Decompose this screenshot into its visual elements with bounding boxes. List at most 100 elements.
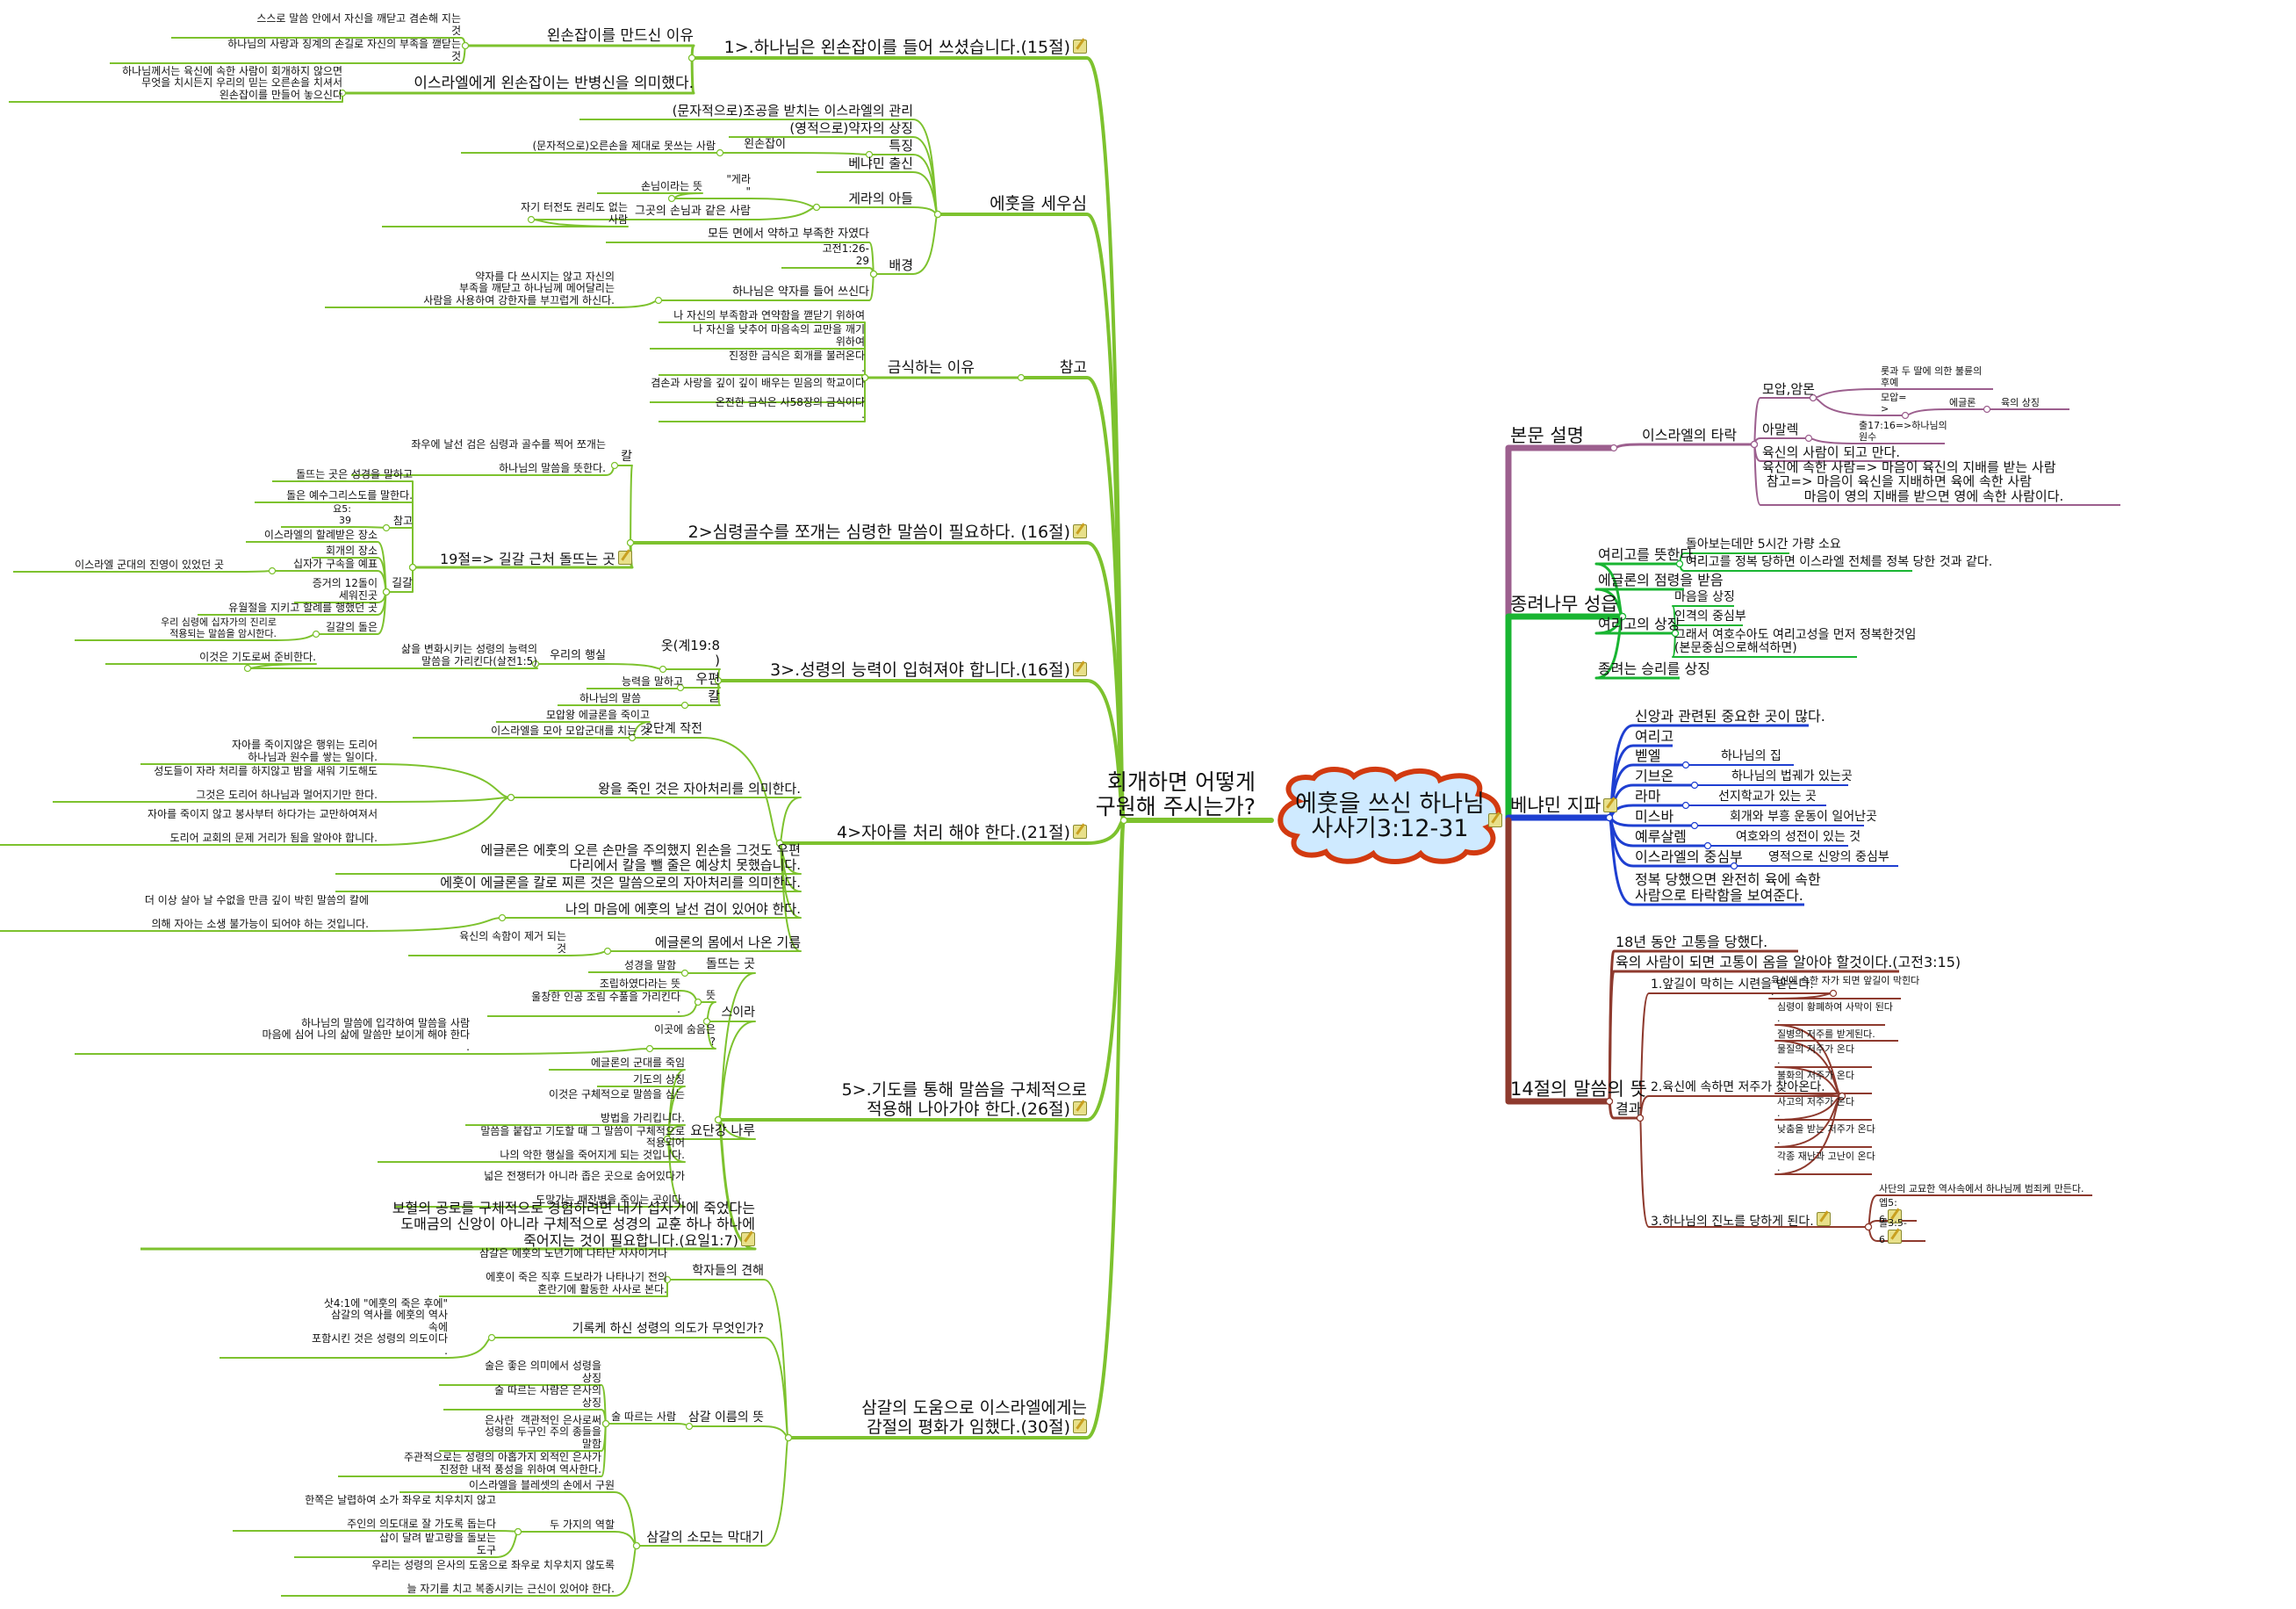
left-n5-b1-node[interactable]: 뜻 — [706, 989, 716, 1001]
left-n2-gg-items-0-node[interactable]: 이스라엘의 할례받은 장소 — [264, 529, 378, 541]
collapse-toggle[interactable] — [645, 1044, 654, 1053]
collapse-toggle[interactable] — [869, 270, 878, 278]
collapse-toggle[interactable] — [1690, 781, 1699, 790]
left-n-ref-items-0-node[interactable]: 나 자신의 부족함과 연약함을 깯닫기 위하여 — [673, 309, 865, 321]
left-n5-c4-node[interactable]: 말씀을 붙잡고 기도할 때 그 말씀이 구체적으로 적용되어 나의 악한 행실을… — [480, 1125, 685, 1161]
left-n6-c1-node[interactable]: 술 따르는 사람 — [611, 1411, 676, 1423]
note-icon[interactable] — [1073, 1100, 1087, 1115]
left-n6-d2b-node[interactable]: 삽이 달려 밭고랑을 돌보는 도구 — [379, 1532, 496, 1556]
right-green-a2-node[interactable]: 여리고를 정복 당하면 이스라엘 전체를 정복 당한 것과 같다. — [1686, 555, 1992, 570]
note-icon[interactable] — [1603, 798, 1618, 813]
left-n2-ref1-node[interactable]: 요5: 39 — [333, 504, 351, 526]
collapse-toggle[interactable] — [676, 683, 685, 692]
collapse-toggle[interactable] — [654, 296, 663, 305]
collapse-toggle[interactable] — [338, 89, 347, 97]
right-purple-a1b-node[interactable]: 모압= > — [1881, 393, 1906, 415]
collapse-toggle[interactable] — [1838, 1092, 1846, 1100]
left-n1-a-node[interactable]: 왼손잡이를 만드신 이유 — [547, 27, 694, 45]
right-green-c1-node[interactable]: 마음을 상징 — [1674, 590, 1735, 605]
collapse-toggle[interactable] — [626, 538, 635, 547]
right-blue-items-3-desc-node[interactable]: 하나님의 법궤가 있는곳 — [1731, 769, 1853, 784]
collapse-toggle[interactable] — [1730, 862, 1738, 870]
right-brown-c1a-node[interactable]: 육신에 속한 자가 되면 앞길이 막힌다 . — [1771, 976, 1919, 998]
left-n-ref-items-2-node[interactable]: 진정한 금식은 회개를 불러온다 . — [729, 350, 865, 374]
note-icon[interactable] — [1488, 813, 1502, 827]
note-icon[interactable] — [1073, 661, 1087, 676]
collapse-toggle[interactable] — [1609, 444, 1618, 452]
left-n5-d-node[interactable]: 보혈의 공로를 구체적으로 경험하려면 내가 십자가에 죽었다는 도매금의 신앙… — [392, 1201, 755, 1249]
left-n5-label-node[interactable]: 5>.기도를 통해 말씀을 구체적으로 적용해 나아가야 한다.(26절) — [842, 1081, 1087, 1119]
right-blue-items-0-place-node[interactable]: 신앙과 관련된 중요한 곳이 많다. — [1635, 709, 1825, 725]
right-brown-c2-items-4-node[interactable]: 사고의 저주가 온다 . — [1777, 1097, 1854, 1119]
left-n4-f-node[interactable]: 에글론의 몸에서 나온 기름 — [655, 935, 801, 950]
left-n5-c5-node[interactable]: 넓은 전쟁터가 아니라 좁은 곳으로 숨어있다가 도망가는 패잔병을 죽이는 곳… — [484, 1170, 685, 1206]
collapse-toggle[interactable] — [1690, 821, 1699, 830]
right-brown-c2-items-6-node[interactable]: 각종 재난과 고난이 온다 . — [1777, 1151, 1875, 1173]
left-n-ref-items-3-node[interactable]: 겸손과 사랑을 깊이 깊이 배우는 믿음의 학교이다 . — [651, 377, 865, 401]
left-n1-a2-node[interactable]: 하나님의 사랑과 징계의 손길로 자신의 부족을 깯닫는 것 — [227, 38, 461, 62]
left-n4-a2-node[interactable]: 이스라엘을 모아 모압군대를 치는 것 — [491, 725, 650, 737]
collapse-toggle[interactable] — [268, 566, 277, 575]
right-purple-a3-node[interactable]: 육신의 사람이 되고 만다. — [1762, 445, 1900, 460]
collapse-toggle[interactable] — [601, 1419, 610, 1428]
right-green-a-node[interactable]: 여리고를 뜻한다. — [1598, 547, 1697, 563]
left-n-ehud-c5-node[interactable]: 게라의 아들 — [848, 191, 913, 206]
left-n4-d-node[interactable]: 에훗이 에글론을 칼로 찌른 것은 말씀으로의 자아처리를 의미한다. — [440, 876, 801, 891]
left-main-node[interactable]: 회개하면 어떻게 구원해 주시는가? — [1096, 770, 1256, 819]
collapse-toggle[interactable] — [514, 1527, 522, 1536]
left-n3-label-node[interactable]: 3>.성령의 능력이 입혀져야 합니다.(16절) — [770, 660, 1087, 680]
collapse-toggle[interactable] — [1804, 434, 1813, 443]
right-green-label-node[interactable]: 종려나무 성읍 — [1510, 595, 1618, 616]
right-blue-items-1-place-node[interactable]: 여리고 — [1635, 729, 1673, 745]
left-n-ehud-c1-node[interactable]: (문자적으로)조공을 받치는 이스라엘의 관리 — [673, 104, 913, 119]
collapse-toggle[interactable] — [1681, 761, 1690, 769]
collapse-toggle[interactable] — [680, 701, 689, 710]
right-blue-items-7-desc-node[interactable]: 영적으로 신앙의 중심부 — [1768, 850, 1889, 865]
collapse-toggle[interactable] — [680, 969, 689, 978]
left-n-ehud-c5b1-node[interactable]: 자기 터전도 권리도 없는 사람 — [521, 201, 628, 226]
collapse-toggle[interactable] — [1605, 813, 1614, 822]
left-n-ehud-c2-node[interactable]: (영적으로)약자의 상징 — [789, 121, 913, 136]
collapse-toggle[interactable] — [687, 54, 696, 62]
left-n6-d3-node[interactable]: 우리는 성령의 은사의 도움으로 좌우로 치우치지 않도록 늘 자기를 치고 복… — [371, 1559, 615, 1595]
collapse-toggle[interactable] — [1618, 612, 1627, 621]
collapse-toggle[interactable] — [1017, 373, 1026, 382]
right-purple-a4-node[interactable]: 육신에 속한 사람=> 마음이 육신의 지배를 받는 사람 참고=> 마음이 육… — [1762, 459, 2063, 504]
left-n-ehud-c6c-node[interactable]: 하나님은 약자를 들어 쓰신다 — [732, 286, 869, 299]
right-purple-label-node[interactable]: 본문 설명 — [1510, 426, 1584, 447]
collapse-toggle[interactable] — [865, 150, 874, 159]
collapse-toggle[interactable] — [1636, 1114, 1645, 1122]
left-n3-a1-node[interactable]: 우리의 행실 — [550, 650, 606, 663]
left-n-ehud-c4-node[interactable]: 베냐민 출신 — [848, 156, 913, 171]
left-n4-e1-node[interactable]: 더 이상 살아 날 수없을 만큼 깊이 박힌 말씀의 칼에 의해 자아는 소생 … — [145, 894, 369, 930]
right-green-c3-node[interactable]: 그래서 여호수아도 여리고성을 먼저 정복한것임 (본문중심으로해석하면) — [1674, 628, 1916, 656]
right-brown-label-node[interactable]: 14절의 말씀의 뜻 — [1510, 1079, 1647, 1100]
left-n6-d2-node[interactable]: 두 가지의 역할 — [550, 1519, 615, 1531]
right-brown-c1-node[interactable]: 1.앞길이 막히는 시련을 받는다. — [1651, 978, 1814, 992]
collapse-toggle[interactable] — [1809, 393, 1817, 402]
collapse-toggle[interactable] — [663, 1135, 672, 1144]
left-n4-b-node[interactable]: 왕을 죽인 것은 자아처리를 의미한다. — [598, 782, 801, 797]
right-brown-c3c-node[interactable]: 골3:5- 6 — [1879, 1218, 1907, 1245]
left-n5-c2-node[interactable]: 기도의 상징 — [633, 1073, 685, 1086]
left-n2-stones-node[interactable]: 길갈의 돌은 — [326, 621, 378, 633]
left-n1-b1-node[interactable]: 하나님께서는 육신에 속한 사람이 회개하지 않으면 무엇을 치시든지 우리의 … — [122, 65, 342, 101]
collapse-toggle[interactable] — [933, 210, 942, 219]
left-n5-c-node[interactable]: 요단강 나루 — [690, 1123, 755, 1138]
right-green-c-node[interactable]: 여리고의 상징 — [1598, 617, 1680, 632]
left-n4-b2-node[interactable]: 성도들이 자라 처리를 하지않고 밤을 새워 기도해도 그것은 도리어 하나님과… — [154, 765, 378, 801]
collapse-toggle[interactable] — [1829, 989, 1838, 998]
left-n-ehud-c6a-node[interactable]: 모든 면에서 약하고 부족한 자였다 — [708, 228, 869, 242]
collapse-toggle[interactable] — [714, 676, 723, 685]
collapse-toggle[interactable] — [716, 148, 724, 157]
collapse-toggle[interactable] — [694, 998, 702, 1007]
left-n6-c-node[interactable]: 삼갈 이름의 뜻 — [688, 1411, 764, 1425]
left-n4-e-node[interactable]: 나의 마음에 에훗의 날선 검이 있어야 한다. — [565, 902, 801, 917]
left-n2-label-node[interactable]: 2>심령골수를 쪼개는 심령한 말씀이 필요하다. (16절) — [688, 523, 1087, 542]
collapse-toggle[interactable] — [860, 373, 869, 382]
left-n6-c1-items-1-node[interactable]: 술 따르는 사람은 은사의 상징 — [494, 1384, 601, 1409]
right-blue-items-5-desc-node[interactable]: 회개와 부흥 운동이 일어난곳 — [1730, 810, 1877, 825]
left-n6-b-node[interactable]: 기록케 하신 성령의 의도가 무엇인가? — [572, 1322, 764, 1337]
left-n5-b1a-node[interactable]: 조립하였다라는 뜻 — [600, 978, 680, 990]
collapse-toggle[interactable] — [603, 947, 612, 956]
